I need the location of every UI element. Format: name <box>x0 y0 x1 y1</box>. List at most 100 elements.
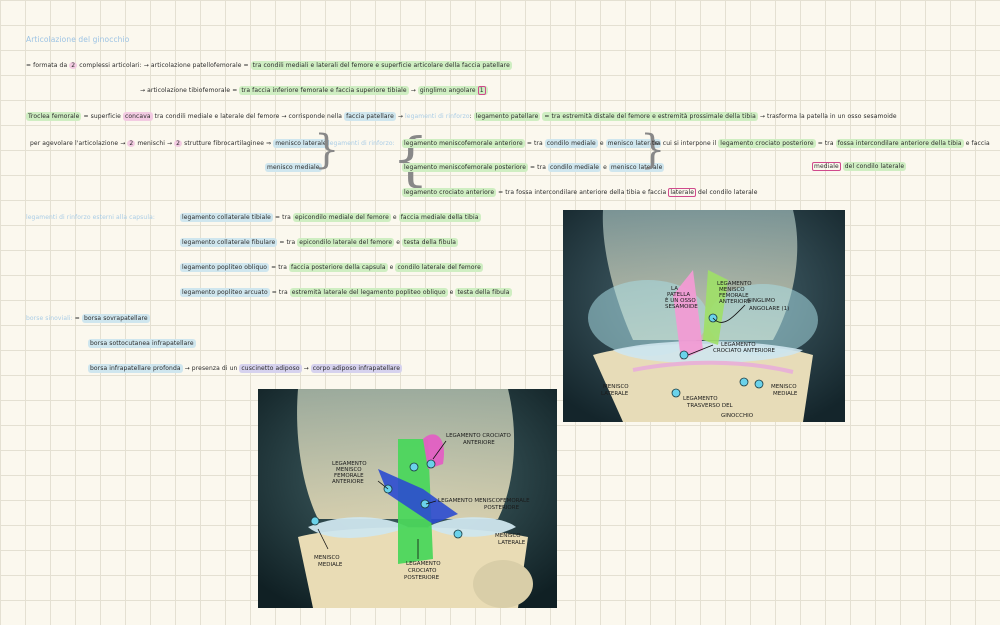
lpo-name: legamento popliteo obliquo <box>180 263 270 272</box>
tf-text: tra faccia inferiore femorale e faccia s… <box>239 86 409 95</box>
lbl2-mmed-1: MEDIALE <box>318 562 343 568</box>
borsa-2-line: borsa sottocutanea infrapatellare <box>88 339 196 348</box>
lpa-and: e <box>449 289 454 296</box>
capsula-label: legamenti di rinforzo esterni alla capsu… <box>26 214 155 221</box>
arrow2-c <box>425 500 437 505</box>
lbl1-sesa-3: SESAMOIDE <box>665 304 698 310</box>
lcollf-line: legamento collaterale fibulare = tra epi… <box>180 238 459 247</box>
brace-1: } <box>314 127 340 173</box>
lma-a: condilo mediale <box>544 139 598 148</box>
lcp-name: legamento crociato posteriore <box>718 139 816 148</box>
troclea-mid: tra condili mediale e laterale del femor… <box>154 113 343 120</box>
lbl1-mlat-0: MENISCO <box>603 384 629 390</box>
knee-image-front: GINGLIMO ANGOLARE (1) LEGAMENTO MENISCO … <box>563 210 845 422</box>
arrow1-a <box>712 304 746 323</box>
lcp-post: e faccia <box>965 140 990 147</box>
rinforzo-label: legamenti di rinforzo: <box>328 140 395 147</box>
lpa-line: legamento popliteo arcuato = tra estremi… <box>180 288 512 297</box>
lmp-a: condilo mediale <box>548 163 602 172</box>
arrow1-b <box>687 344 714 356</box>
lbl2-lca-0: LEGAMENTO CROCIATO <box>446 433 511 439</box>
marker-c <box>739 377 749 387</box>
lcollt-and: e <box>392 214 397 221</box>
lmp-pre: = tra <box>530 164 546 171</box>
lmp-and: e <box>603 164 607 171</box>
lbl2-lmfa-3: ANTERIORE <box>332 479 364 485</box>
marker2-d <box>420 499 430 509</box>
formata-line: = formata da 2 complessi articolari: → a… <box>26 61 512 70</box>
lcollt-a: epicondilo mediale del femore <box>292 213 391 222</box>
medial-meniscus <box>308 517 408 538</box>
menisci-line: per agevolare l'articolazione → 2 menisc… <box>30 139 329 148</box>
troclea-face: faccia patellare <box>344 112 396 121</box>
lcollf-a: epicondilo laterale del femore <box>297 238 395 247</box>
formata-pre: = formata da <box>26 62 68 69</box>
lbl1-mmed-1: MEDIALE <box>773 391 798 397</box>
lcollt-pre: = tra <box>275 214 291 221</box>
marker2-e <box>310 516 320 526</box>
menisci-med-line: menisco mediale <box>265 163 322 172</box>
arrow2-a <box>377 480 389 490</box>
mfl-1 <box>703 270 728 345</box>
borse-line: borse sinoviali: = borsa sovrapatellare <box>26 314 150 323</box>
menisci-1 <box>613 341 803 364</box>
marker-d <box>671 388 681 398</box>
lcp-a: fossa intercondilare anteriore della tib… <box>835 139 964 148</box>
lpa-b: testa della fibula <box>455 288 512 297</box>
lma-pre: = tra <box>526 140 543 147</box>
lbl2-lmfa-0: LEGAMENTO <box>332 461 367 467</box>
lbl1-sesa-1: PATELLA <box>667 292 690 298</box>
lbl2-lcp-2: POSTERIORE <box>404 575 440 581</box>
lbl1-ginglimo: GINGLIMO <box>747 298 776 304</box>
menisci-mid: menischi → <box>137 140 173 147</box>
lcollf-b: testa della fibula <box>402 238 459 247</box>
troclea-pre: = superficie <box>83 113 121 120</box>
arrow2-e <box>317 528 329 550</box>
marker2-f <box>453 529 463 539</box>
page-title: Articolazione del ginocchio <box>26 35 130 44</box>
lbl2-lmfp-0: LEGAMENTO MENISCOFEMORALE <box>438 498 530 504</box>
formata-post: complessi articolari: <box>79 62 142 69</box>
lbl2-lcp-0: LEGAMENTO <box>406 561 441 567</box>
cartilage-med <box>708 284 818 356</box>
tibia-1 <box>593 343 813 422</box>
lcollt-name: legamento collaterale tibiale <box>180 213 273 222</box>
lpo-and: e <box>389 264 394 271</box>
lcollt-b: faccia mediale della tibia <box>398 213 481 222</box>
lma-b: menisco laterale <box>605 139 662 148</box>
tf-name: articolazione tibiofemorale <box>147 87 231 94</box>
lbl1-lmfa-2: FEMORALE <box>719 293 749 299</box>
lbl2-lmfp-1: POSTERIORE <box>484 505 520 511</box>
lbl2-mlat-0: MENISCO <box>495 533 521 539</box>
borsa-3-line: borsa infrapatellare profonda → presenza… <box>88 364 403 373</box>
lca-post: del condilo laterale <box>698 189 758 196</box>
arrow2-b <box>432 440 447 460</box>
troclea-tail: → trasforma la patella in un osso sesamo… <box>759 113 897 120</box>
mfl-post-2 <box>378 469 458 524</box>
lcp-pre: tra cui si interpone il <box>652 140 717 147</box>
troclea-lig: legamento patellare <box>473 112 541 121</box>
lcollf-and: e <box>396 239 400 246</box>
lbl1-sesa-0: LA <box>671 286 678 292</box>
marker-a <box>679 350 689 360</box>
lbl1-lca-1: CROCIATO ANTERIORE <box>713 348 776 354</box>
troclea-hl: concava <box>122 112 153 121</box>
lbl1-mlat-1: LATERALE <box>601 391 629 397</box>
knee-back-svg: LEGAMENTO CROCIATO ANTERIORE LEGAMENTO M… <box>258 389 557 608</box>
pf-text: tra condili mediali e laterali del femor… <box>250 61 512 70</box>
borsa-3: borsa infrapatellare profonda <box>88 364 183 373</box>
lpo-line: legamento popliteo obliquo = tra faccia … <box>180 263 483 272</box>
lca-line: legamento crociato anteriore = tra fossa… <box>402 188 758 197</box>
lma-and: e <box>599 140 604 147</box>
lcollf-name: legamento collaterale fibulare <box>180 238 278 247</box>
lca-pre: = tra fossa intercondilare anteriore del… <box>498 189 667 196</box>
lbl1-ltg-0: LEGAMENTO <box>683 396 718 402</box>
lmp-b: menisco laterale <box>608 163 665 172</box>
transverse-lig-1 <box>632 360 794 374</box>
lma-name: legamento meniscofemorale anteriore <box>402 139 525 148</box>
menisci-lat: menisco laterale <box>273 139 329 148</box>
lpo-b: condilo laterale del femore <box>395 263 483 272</box>
troclea-line: Troclea femorale = superficie concava tr… <box>26 112 897 121</box>
troclea-faint: legamenti di rinforzo <box>405 113 470 120</box>
lbl1-lmfa-3: ANTERIORE <box>719 299 751 305</box>
